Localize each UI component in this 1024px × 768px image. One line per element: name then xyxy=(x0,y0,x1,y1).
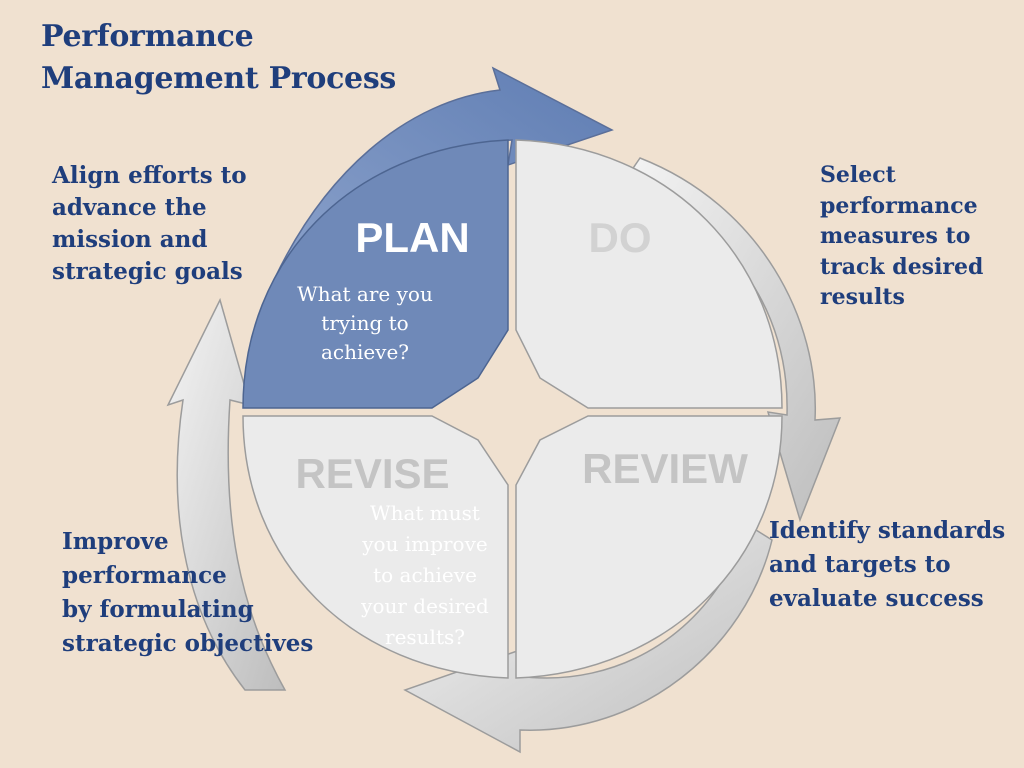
plan-question: What are you trying to achieve? xyxy=(280,280,450,367)
plan-caption-line: Align efforts to xyxy=(52,162,247,189)
review-caption-line: Identify standards xyxy=(769,517,1006,544)
revise-question: What must you improve to achieve your de… xyxy=(345,498,505,653)
plan-caption: Align efforts to advance the mission and… xyxy=(52,160,247,288)
review-stage-label: REVIEW xyxy=(582,445,748,492)
revise-question-line: results? xyxy=(385,625,465,649)
plan-caption-line: advance the xyxy=(52,194,207,221)
arrow-revise-to-plan xyxy=(166,297,287,691)
revise-question-line: you improve xyxy=(362,532,488,556)
do-caption-line: track desired xyxy=(820,253,984,280)
plan-caption-line: mission and xyxy=(52,226,208,253)
do-caption-line: Select xyxy=(820,162,896,188)
do-caption-line: results xyxy=(820,284,905,310)
plan-question-line: What are you xyxy=(297,282,433,306)
plan-caption-line: strategic goals xyxy=(52,258,243,285)
plan-question-line: achieve? xyxy=(320,340,410,364)
title-line-1: Performance xyxy=(41,19,254,54)
page-title: Performance Management Process xyxy=(41,16,396,100)
do-caption: Select performance measures to track des… xyxy=(820,160,983,313)
revise-quadrant xyxy=(242,415,509,679)
review-quadrant xyxy=(515,415,783,679)
plan-quadrant xyxy=(242,139,509,409)
revise-stage-label: REVISE xyxy=(295,450,450,497)
review-caption: Identify standards and targets to evalua… xyxy=(769,514,1005,616)
do-stage-label: DO xyxy=(588,214,652,261)
plan-question-line: trying to xyxy=(321,311,409,335)
revise-caption-line: Improve xyxy=(62,528,169,555)
revise-caption: Improve performance by formulating strat… xyxy=(62,525,313,661)
review-caption-line: evaluate success xyxy=(769,585,984,612)
arrow-review-to-revise xyxy=(403,523,773,754)
revise-question-line: your desired xyxy=(361,594,489,618)
revise-question-line: to achieve xyxy=(373,563,477,587)
do-caption-line: measures to xyxy=(820,223,971,249)
plan-stage-label: PLAN xyxy=(355,214,470,261)
do-quadrant xyxy=(515,139,783,409)
do-caption-line: performance xyxy=(820,192,978,219)
revise-caption-line: performance xyxy=(62,562,227,589)
review-caption-line: and targets to xyxy=(769,551,951,578)
revise-caption-line: strategic objectives xyxy=(62,630,314,657)
revise-question-line: What must xyxy=(370,501,480,525)
revise-caption-line: by formulating xyxy=(62,596,254,623)
title-line-2: Management Process xyxy=(41,61,397,96)
